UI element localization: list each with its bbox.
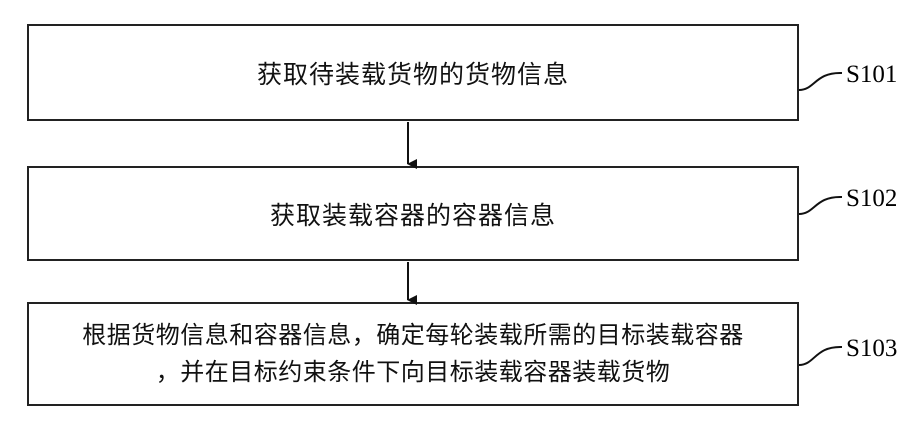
- step-text-s103-line1: 根据货物信息和容器信息，确定每轮装载所需的目标装载容器: [82, 317, 744, 354]
- step-label-s103: S103: [846, 335, 897, 362]
- step-label-s101: S101: [846, 61, 897, 88]
- step-label-s102: S102: [846, 185, 897, 212]
- step-text-s103: 根据货物信息和容器信息，确定每轮装载所需的目标装载容器 ，并在目标约束条件下向目…: [82, 317, 744, 391]
- step-text-s102: 获取装载容器的容器信息: [270, 196, 556, 232]
- leader-s103: [799, 347, 842, 365]
- step-text-s103-line2: ，并在目标约束条件下向目标装载容器装载货物: [82, 354, 744, 391]
- step-box-s101: 获取待装载货物的货物信息: [27, 24, 799, 121]
- step-box-s102: 获取装载容器的容器信息: [27, 166, 799, 261]
- step-box-s103: 根据货物信息和容器信息，确定每轮装载所需的目标装载容器 ，并在目标约束条件下向目…: [27, 302, 799, 406]
- leader-s101: [799, 73, 842, 90]
- leader-s102: [799, 197, 842, 214]
- step-text-s101: 获取待装载货物的货物信息: [257, 55, 569, 91]
